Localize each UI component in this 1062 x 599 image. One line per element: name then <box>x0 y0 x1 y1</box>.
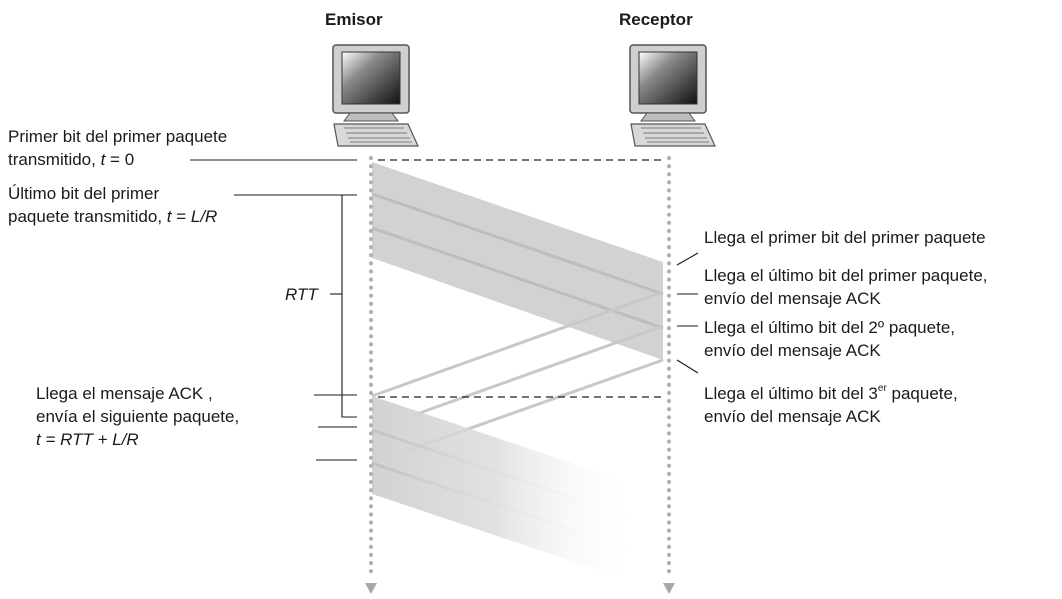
packet-band-1-3 <box>371 162 664 360</box>
last-bit-first-packet-label: Llega el último bit del primer paquete, … <box>704 264 988 310</box>
r3-line1: Llega el último bit del 2º paquete, <box>704 318 955 337</box>
last-bit-line2: paquete transmitido, t = L/R <box>8 207 218 226</box>
r2-line2: envío del mensaje ACK <box>704 289 881 308</box>
ack-arrival-line2: envía el siguiente paquete, <box>36 407 240 426</box>
right-leader-lines <box>676 252 699 374</box>
r4-line1: Llega el último bit del 3er paquete, <box>704 383 958 404</box>
first-bit-line1: Primer bit del primer paquete <box>8 127 228 146</box>
receiver-timeline <box>663 156 675 594</box>
r4-line2: envío del mensaje ACK <box>704 407 881 426</box>
ack-arrival-line3: t = RTT + L/R <box>36 430 139 449</box>
r3-line2: envío del mensaje ACK <box>704 341 881 360</box>
rtt-label: RTT <box>285 285 318 304</box>
sender-computer-icon <box>332 44 419 147</box>
last-bit-line1: Último bit del primer <box>8 184 160 203</box>
ack-arrival-label: Llega el mensaje ACK , envía el siguient… <box>36 382 239 451</box>
last-bit-second-packet-label: Llega el último bit del 2º paquete, enví… <box>704 316 955 362</box>
first-bit-line2: transmitido, t = 0 <box>8 150 135 169</box>
last-bit-label: Último bit del primer paquete transmitid… <box>8 182 217 228</box>
last-bit-third-packet-label: Llega el último bit del 3er paquete, env… <box>704 382 958 428</box>
next-packets-band <box>371 396 641 584</box>
sender-timeline <box>365 156 377 594</box>
sender-header: Emisor <box>325 10 383 29</box>
left-leader-lines <box>190 159 357 461</box>
r2-line1: Llega el último bit del primer paquete, <box>704 266 988 285</box>
receiver-computer-icon <box>629 44 716 147</box>
ack-arrival-line1: Llega el mensaje ACK , <box>36 384 213 403</box>
receiver-header: Receptor <box>619 10 693 29</box>
first-bit-arrival-label: Llega el primer bit del primer paquete <box>704 228 986 247</box>
first-bit-label: Primer bit del primer paquete transmitid… <box>8 125 227 171</box>
